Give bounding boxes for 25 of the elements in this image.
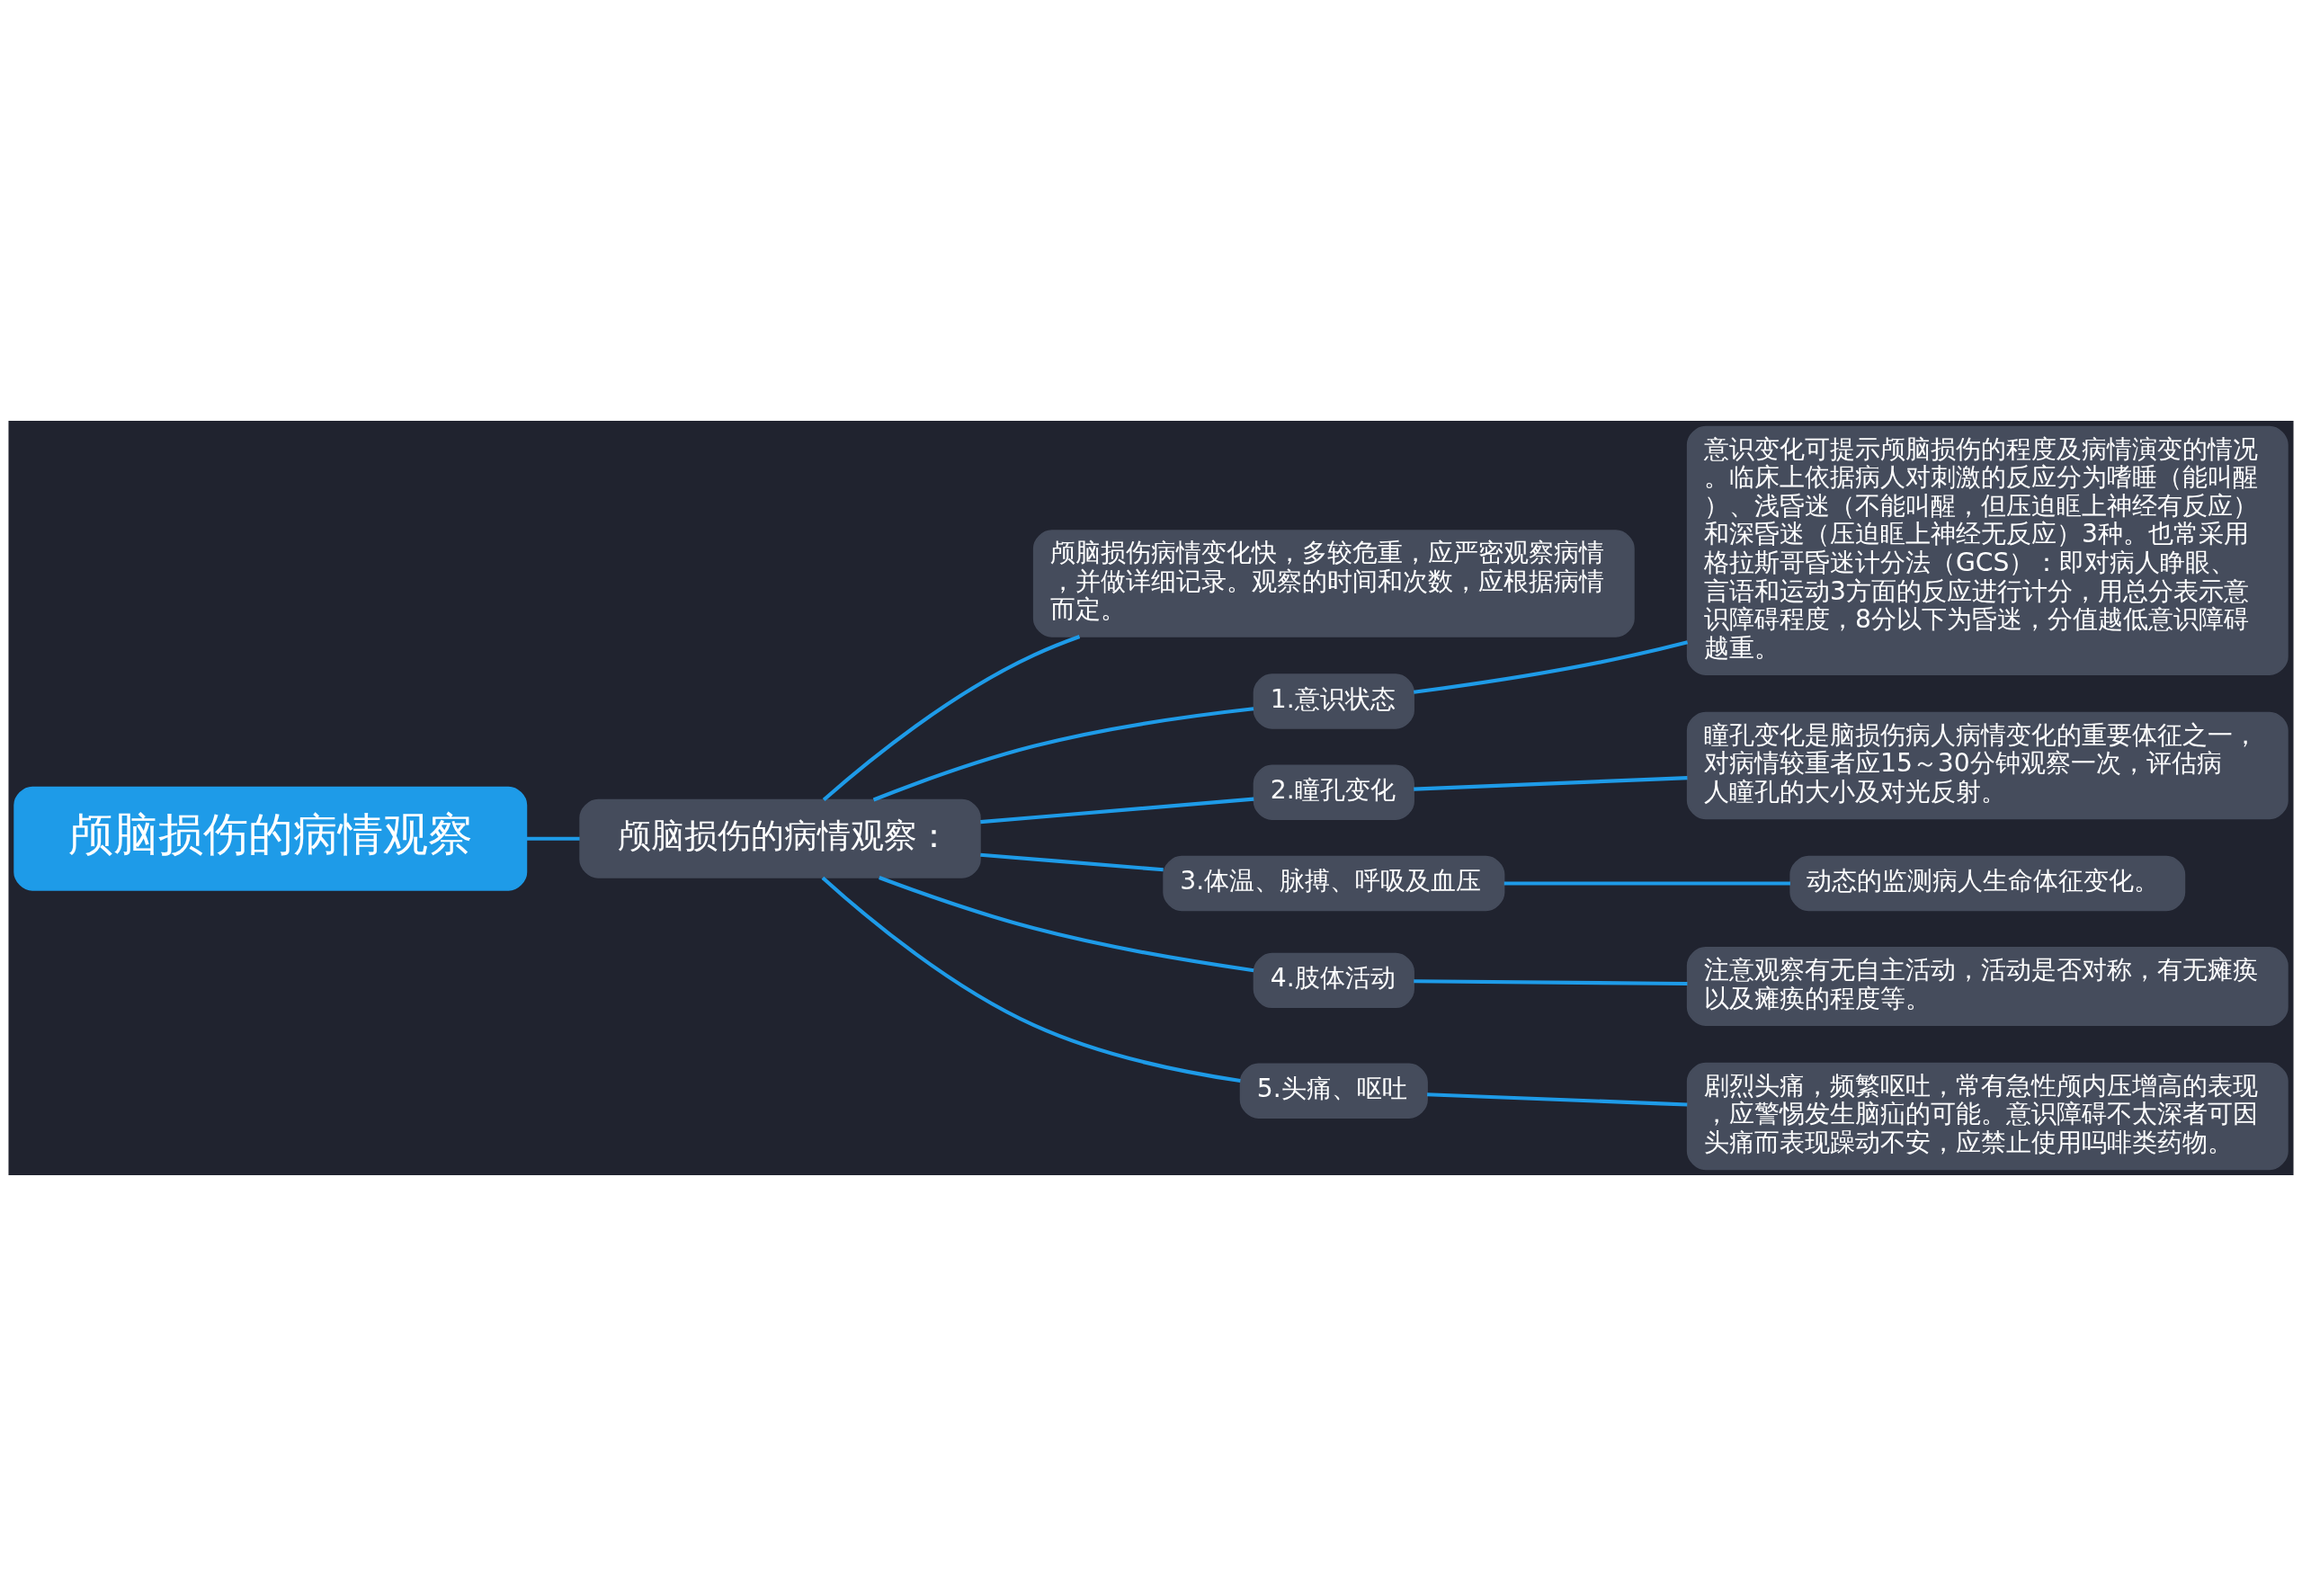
connector bbox=[879, 876, 1254, 973]
connector bbox=[821, 876, 1241, 1083]
node-box: 4.肢体活动 bbox=[1253, 952, 1414, 1009]
connector bbox=[980, 852, 1164, 872]
node-box: 意识变化可提示颅脑损伤的程度及病情演变的情况。临床上依据病人对刺激的反应分为嗜睡（能叫醒）、浅昏迷（不能叫醒，但压迫眶上神经有反应）和深昏迷（压迫眶上神经无反应）3种。也常采用格拉斯哥昏迷计分法（GCS）：即对病人睁眼、言语和运动3方面的反应进行计分，用总分表示意识障碍程度，8分以下为昏迷，分值越低意识障碍越重。 bbox=[1686, 425, 2289, 675]
node-box: 5.头痛、呕吐 bbox=[1239, 1063, 1428, 1119]
node-box: 颅脑损伤的病情观察 bbox=[13, 786, 528, 891]
node-box: 2.瞳孔变化 bbox=[1253, 764, 1414, 820]
connector bbox=[1414, 979, 1688, 986]
node-box: 剧烈头痛，频繁呕吐，常有急性颅内压增高的表现，应警惕发生脑疝的可能。意识障碍不太深者可因头痛而表现躁动不安，应禁止使用吗啡类药物。 bbox=[1686, 1062, 2289, 1171]
connector bbox=[526, 836, 580, 841]
node-box: 动态的监测病人生命体征变化。 bbox=[1789, 855, 2186, 912]
node-box: 注意观察有无自主活动，活动是否对称，有无瘫痪以及瘫痪的程度等。 bbox=[1686, 947, 2289, 1027]
connector bbox=[872, 707, 1254, 802]
connector bbox=[980, 797, 1254, 825]
connector bbox=[1503, 881, 1790, 886]
node-box: 颅脑损伤病情变化快，多较危重，应严密观察病情，并做详细记录。观察的时间和次数，应根据病情而定。 bbox=[1032, 530, 1635, 638]
connector bbox=[1414, 776, 1688, 791]
connector bbox=[1414, 640, 1689, 694]
connector bbox=[822, 635, 1081, 802]
node-box: 瞳孔变化是脑损伤病人病情变化的重要体征之一，对病情较重者应15～30分钟观察一次，评估病人瞳孔的大小及对光反射。 bbox=[1686, 711, 2289, 820]
node-box: 1.意识状态 bbox=[1253, 673, 1414, 729]
connector bbox=[1427, 1092, 1688, 1107]
node-box: 3.体温、脉搏、呼吸及血压 bbox=[1163, 855, 1505, 912]
node-box: 颅脑损伤的病情观察： bbox=[579, 798, 981, 878]
